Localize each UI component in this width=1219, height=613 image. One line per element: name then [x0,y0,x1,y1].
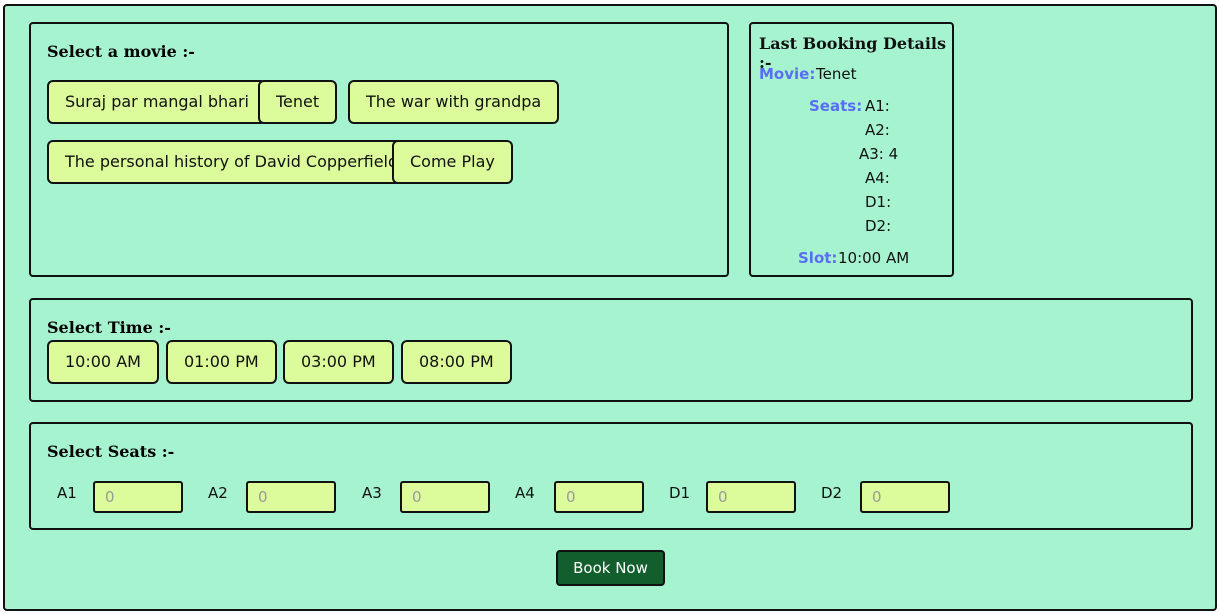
last-booking-heading: Last Booking Details :- [759,34,946,72]
seat-label-a3: A3 [362,484,382,502]
book-now-button[interactable]: Book Now [556,550,665,586]
last-booking-slot-label: Slot: [798,249,838,267]
last-booking-seat-d1: D1: [865,193,892,211]
movie-heading: Select a movie :- [47,42,195,61]
last-booking-movie-value: Tenet [816,65,857,83]
booking-app: Select a movie :- Suraj par mangal bhari… [3,4,1217,611]
seat-label-a2: A2 [208,484,228,502]
seat-input-d2[interactable] [860,481,950,513]
movie-button-personal-history-david-copperfield[interactable]: The personal history of David Copperfiel… [47,140,417,184]
time-slot-0100pm[interactable]: 01:00 PM [166,340,277,384]
seat-label-a4: A4 [515,484,535,502]
seats-panel: Select Seats :- A1 A2 A3 A4 D1 D2 [29,422,1193,530]
seat-label-d1: D1 [669,484,691,502]
seat-input-a3[interactable] [400,481,490,513]
last-booking-seat-a4: A4: [865,169,890,187]
time-slot-0800pm[interactable]: 08:00 PM [401,340,512,384]
movie-button-suraj-par-mangal-bhari[interactable]: Suraj par mangal bhari [47,80,267,124]
time-heading: Select Time :- [47,318,171,337]
last-booking-seat-a3: A3: 4 [859,145,899,163]
movie-button-the-war-with-grandpa[interactable]: The war with grandpa [348,80,560,124]
last-booking-slot-value: 10:00 AM [838,249,910,267]
movie-panel: Select a movie :- Suraj par mangal bhari… [29,22,729,277]
seat-input-a4[interactable] [554,481,644,513]
movie-button-tenet[interactable]: Tenet [258,80,338,124]
last-booking-seats-label: Seats: [809,97,863,115]
last-booking-seat-a1: A1: [865,97,890,115]
last-booking-seat-a2: A2: [865,121,890,139]
seat-input-d1[interactable] [706,481,796,513]
time-slot-1000am[interactable]: 10:00 AM [47,340,159,384]
last-booking-seat-d2: D2: [865,217,892,235]
seat-input-a2[interactable] [246,481,336,513]
last-booking-movie-label: Movie: [759,65,816,83]
seat-label-d2: D2 [821,484,843,502]
movie-button-come-play[interactable]: Come Play [392,140,513,184]
seat-input-a1[interactable] [93,481,183,513]
seats-heading: Select Seats :- [47,442,175,461]
time-panel: Select Time :- 10:00 AM 01:00 PM 03:00 P… [29,298,1193,402]
time-slot-0300pm[interactable]: 03:00 PM [283,340,394,384]
last-booking-panel: Last Booking Details :- Movie: Tenet Sea… [749,22,954,277]
seat-label-a1: A1 [57,484,77,502]
